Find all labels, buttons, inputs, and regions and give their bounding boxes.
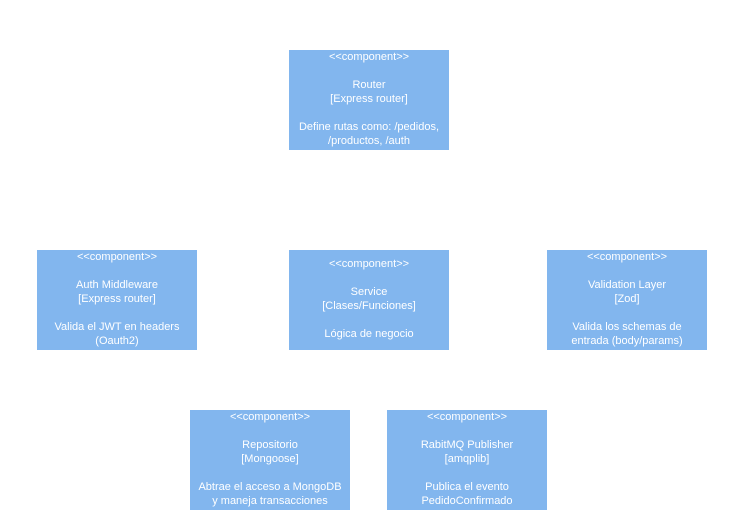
component-technology: [Express router]	[330, 93, 408, 105]
component-repositorio[interactable]: <<component>> Repositorio [Mongoose] Abt…	[190, 410, 350, 510]
component-description: Valida los schemas de entrada (body/para…	[571, 321, 683, 347]
component-description: Abtrae el acceso a MongoDB y maneja tran…	[198, 481, 342, 507]
component-router[interactable]: <<component>> Router [Express router] De…	[289, 50, 449, 150]
component-technology: [Mongoose]	[241, 453, 299, 465]
component-technology: [Express router]	[78, 293, 156, 305]
component-description: Lógica de negocio	[324, 328, 414, 340]
component-auth-middleware[interactable]: <<component>> Auth Middleware [Express r…	[37, 250, 197, 350]
stereotype-label: <<component>>	[328, 51, 410, 63]
component-description: Define rutas como: /pedidos, /productos,…	[298, 121, 440, 147]
stereotype-label: <<component>>	[328, 258, 410, 270]
component-description: Valida el JWT en headers (Oauth2)	[54, 321, 180, 347]
component-rabbitmq-publisher[interactable]: <<component>> RabitMQ Publisher [amqplib…	[387, 410, 547, 510]
component-name: Validation Layer	[587, 279, 667, 291]
component-validation-layer[interactable]: <<component>> Validation Layer [Zod] Val…	[547, 250, 707, 350]
component-service[interactable]: <<component>> Service [Clases/Funciones]…	[289, 250, 449, 350]
stereotype-label: <<component>>	[76, 251, 158, 263]
component-technology: [Clases/Funciones]	[322, 300, 416, 312]
stereotype-label: <<component>>	[586, 251, 668, 263]
component-name: Repositorio	[242, 439, 298, 451]
component-technology: [Zod]	[614, 293, 640, 305]
component-technology: [amqplib]	[444, 453, 490, 465]
component-name: Service	[350, 286, 388, 298]
stereotype-label: <<component>>	[426, 411, 508, 423]
component-description: Publica el evento PedidoConfirmado	[421, 481, 513, 507]
component-name: RabitMQ Publisher	[420, 439, 514, 451]
component-name: Auth Middleware	[76, 279, 158, 291]
component-name: Router	[352, 79, 386, 91]
stereotype-label: <<component>>	[229, 411, 311, 423]
